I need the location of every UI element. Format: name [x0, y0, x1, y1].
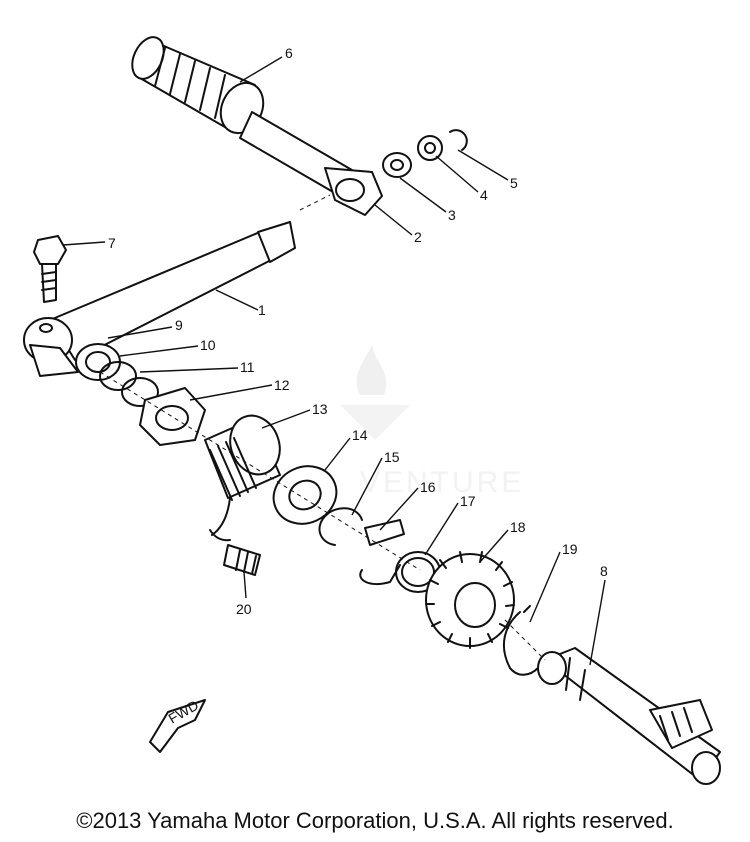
- part-20-pin: [209, 529, 261, 576]
- callout-9: 9: [175, 317, 183, 333]
- part-14-spring-cover: [272, 465, 338, 525]
- leader-lines: [62, 56, 606, 666]
- part-12-spring-guide: [139, 387, 206, 446]
- watermark-text: VENTURE: [360, 466, 524, 499]
- callout-12: 12: [274, 377, 290, 393]
- callout-labels: 1 2 3 4 5 6 7 8 9 10 11 12 13 14 15 16 1…: [108, 45, 608, 617]
- callout-11: 11: [240, 359, 255, 375]
- callout-13: 13: [312, 401, 328, 417]
- part-15-circlip: [318, 507, 363, 546]
- callout-10: 10: [200, 337, 216, 353]
- callout-5: 5: [510, 175, 518, 191]
- callout-14: 14: [352, 427, 368, 443]
- callout-18: 18: [510, 519, 526, 535]
- part-19-spring-clip: [502, 605, 539, 676]
- part-3-nut: [382, 152, 412, 178]
- part-7-bolt: [33, 235, 67, 303]
- part-16-ratchet-clip: [359, 519, 405, 586]
- callout-8: 8: [600, 563, 608, 579]
- callout-15: 15: [384, 449, 400, 465]
- part-18-kick-gear: [425, 551, 515, 649]
- callout-20: 20: [236, 601, 252, 617]
- watermark-logo: VENTURE: [340, 345, 524, 499]
- callout-7: 7: [108, 235, 116, 251]
- callout-1: 1: [258, 302, 266, 318]
- callout-17: 17: [460, 493, 476, 509]
- callout-2: 2: [414, 229, 422, 245]
- fwd-arrow: FWD: [149, 697, 206, 753]
- part-5-clip: [449, 129, 468, 151]
- callout-16: 16: [420, 479, 436, 495]
- callout-3: 3: [448, 207, 456, 223]
- part-2-kick-arm-shaft: [239, 111, 383, 216]
- part-11-ring: [121, 377, 159, 407]
- part-8-kick-axle: [537, 647, 721, 785]
- part-13-return-spring: [204, 414, 281, 536]
- part-10-ring: [99, 361, 137, 391]
- copyright-notice: ©2013 Yamaha Motor Corporation, U.S.A. A…: [76, 808, 674, 833]
- part-1-kick-crank: [23, 221, 296, 377]
- part-9-ring: [75, 343, 121, 381]
- part-4-washer: [417, 135, 443, 161]
- callout-6: 6: [285, 45, 293, 61]
- callout-4: 4: [480, 187, 488, 203]
- callout-19: 19: [562, 541, 578, 557]
